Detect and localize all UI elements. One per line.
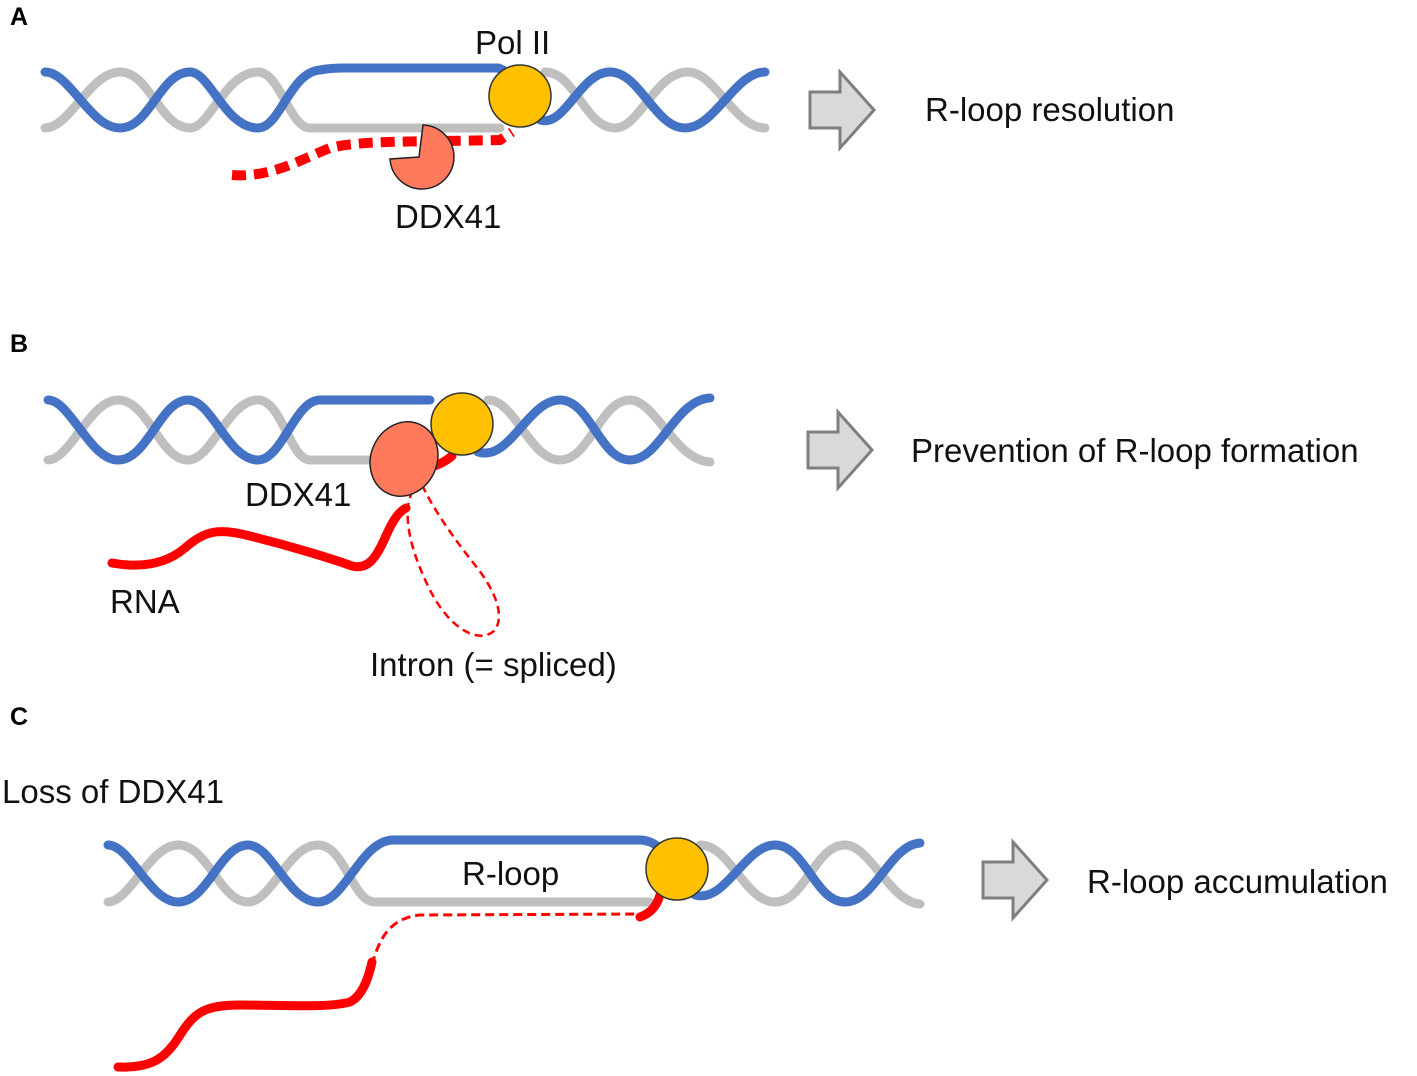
panel-a-pol2-label: Pol II [475, 24, 550, 61]
panel-b: B DDX41 RNA Intron (= spliced) Preventio… [10, 330, 1359, 683]
panel-b-outcome-arrow [806, 408, 875, 492]
panel-b-left-strand-gray [43, 395, 325, 465]
panel-a-rna-strand [231, 127, 515, 181]
panel-a-outcome-arrow [808, 68, 877, 152]
panel-b-rna-strand [107, 503, 411, 572]
panel-c-outcome-text: R-loop accumulation [1087, 863, 1388, 900]
panel-b-pol2 [430, 392, 494, 456]
panel-b-right-strand-blue [473, 393, 715, 465]
panel-a-ddx41-label: DDX41 [395, 198, 501, 235]
panel-a-outcome-text: R-loop resolution [925, 91, 1174, 128]
panel-a-ddx41 [389, 124, 455, 190]
panel-c-bubble-top [387, 835, 665, 853]
panel-c-left-strand-blue [103, 835, 397, 907]
panel-c-rna-strand [113, 957, 377, 1072]
panel-c-right-strand-blue [690, 838, 925, 907]
panel-c-letter: C [10, 703, 28, 731]
panel-a-letter: A [10, 3, 28, 31]
panel-c-condition-label: Loss of DDX41 [2, 773, 224, 810]
panel-b-rna-label: RNA [110, 583, 180, 620]
panel-a-pol2 [488, 64, 552, 128]
panel-c-rloop-label: R-loop [462, 855, 559, 892]
panel-c: C Loss of DDX41 R-loop R-loop accumulati… [2, 703, 1388, 1072]
panel-a-left-strand-blue [40, 65, 325, 133]
panel-b-outcome-text: Prevention of R-loop formation [911, 432, 1359, 469]
panel-b-left-strand-blue [43, 395, 325, 465]
panel-c-outcome-arrow [981, 838, 1050, 922]
panel-b-intron-label: Intron (= spliced) [370, 646, 617, 683]
panel-a-right-strand-blue [535, 67, 770, 133]
panel-a-left-strand-gray [40, 67, 325, 133]
panel-a: A Pol II DDX41 R-loop resolution [10, 3, 1174, 235]
panel-b-ddx41 [369, 421, 439, 497]
panel-c-left-strand-gray [103, 840, 390, 907]
panel-c-rna-nascent [635, 890, 665, 922]
panel-b-intron-loop [406, 477, 501, 637]
panel-b-ddx41-label: DDX41 [245, 476, 351, 513]
panel-b-letter: B [10, 330, 28, 358]
panel-c-rna-hybrid [370, 912, 641, 966]
panel-c-pol2 [645, 837, 709, 901]
panel-a-bubble-top [315, 63, 515, 81]
